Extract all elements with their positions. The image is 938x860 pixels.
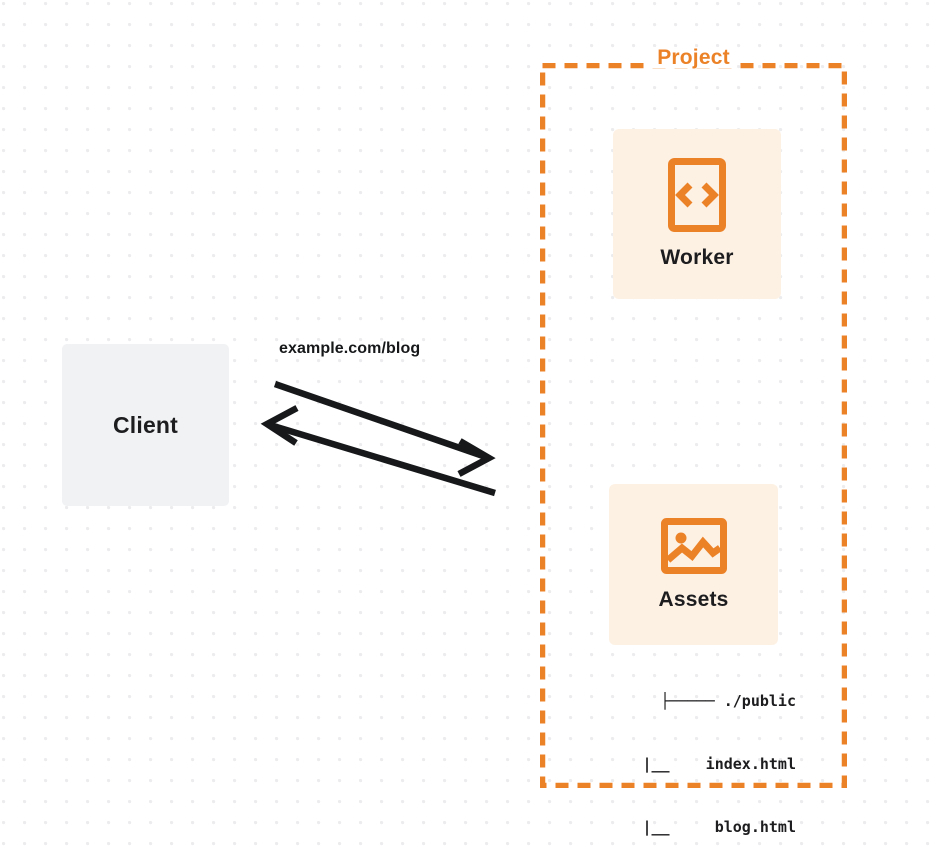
node-client-label: Client	[112, 411, 179, 438]
node-client[interactable]: Client	[62, 344, 229, 506]
file-tree-row: |__ blog.html	[597, 818, 796, 836]
project-container: Project Worker Assets	[540, 47, 847, 836]
node-assets[interactable]: Assets	[609, 484, 778, 645]
arrow-response-to-client	[260, 405, 496, 497]
image-icon	[660, 517, 727, 574]
arrow-request-to-project	[273, 380, 496, 477]
node-worker-label: Worker	[660, 246, 734, 269]
project-dashed-border	[540, 63, 847, 788]
node-worker[interactable]: Worker	[613, 129, 781, 299]
file-tree-row: |__ index.html	[597, 755, 796, 773]
project-title: Project	[650, 47, 737, 68]
node-assets-label: Assets	[658, 587, 729, 611]
asset-file-tree: ├───── ./public |__ index.html |__ blog.…	[588, 649, 796, 860]
code-brackets-icon	[668, 158, 726, 232]
connection-url-label: example.com/blog	[279, 340, 421, 357]
file-tree-row: ├───── ./public	[660, 692, 796, 710]
